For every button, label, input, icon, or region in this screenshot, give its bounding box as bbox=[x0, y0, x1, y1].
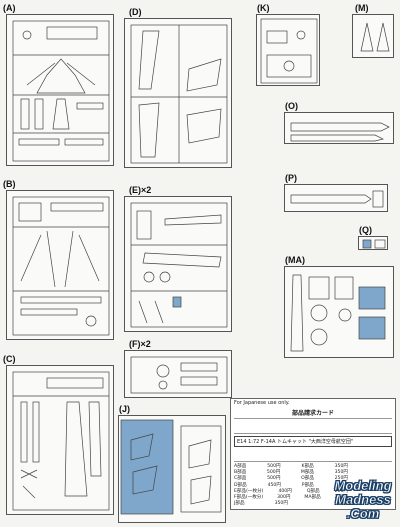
price-part: B部品 bbox=[234, 470, 247, 476]
sprue-o-label: (O) bbox=[285, 101, 298, 111]
price-price-2: 250円 bbox=[334, 482, 348, 488]
sprue-f-parts bbox=[130, 356, 228, 394]
sprue-j-parts bbox=[120, 419, 222, 515]
sprue-p-label: (P) bbox=[285, 173, 297, 183]
price-part-2: MA部品 bbox=[304, 495, 321, 501]
price-part-2: M部品 bbox=[300, 470, 315, 476]
price-part: E部品(一枚分) bbox=[234, 488, 264, 494]
card-title: E14 1:72 F-14A トムキャット "大西洋空母航空団" bbox=[234, 436, 392, 447]
sprue-m-parts bbox=[360, 22, 390, 52]
sprue-b-label: (B) bbox=[3, 179, 16, 189]
price-price-2: 250円 bbox=[334, 495, 348, 501]
sprue-ma-label: (MA) bbox=[285, 255, 305, 265]
price-part-2: Q部品 bbox=[306, 488, 320, 494]
price-row: J部品 350円 bbox=[231, 501, 351, 507]
price-row: E部品(一枚分) 400円 Q部品 200円 bbox=[231, 489, 351, 495]
price-price-2: 250円 bbox=[334, 476, 348, 482]
sprue-k: (K) bbox=[256, 3, 320, 86]
sprue-f: (F)×2 bbox=[124, 339, 232, 398]
sprue-ma: (MA) bbox=[284, 255, 394, 358]
clear-canopy-area bbox=[120, 419, 174, 515]
sprue-d-parts bbox=[130, 24, 228, 164]
price-row: D部品 450円 P部品 250円 bbox=[231, 483, 351, 489]
sprue-k-parts bbox=[260, 18, 318, 84]
price-part: C部品 bbox=[234, 476, 247, 482]
price-part: F部品(一枚分) bbox=[234, 495, 264, 501]
sprue-j: (J) bbox=[118, 404, 226, 523]
price-part-2: O部品 bbox=[301, 476, 314, 482]
watermark-line-2: Madness bbox=[335, 492, 391, 508]
price-part: D部品 bbox=[234, 482, 247, 488]
price-price: 500円 bbox=[267, 476, 281, 482]
price-price: 500円 bbox=[267, 464, 281, 469]
price-row: F部品(一枚分) 300円 MA部品 250円 bbox=[231, 495, 351, 501]
price-price: 450円 bbox=[267, 482, 281, 488]
clear-part bbox=[172, 296, 182, 308]
sprue-k-label: (K) bbox=[257, 3, 270, 13]
sprue-e: (E)×2 bbox=[124, 185, 232, 332]
price-list: A部品 500円 K部品 350円 B部品 500円 M部品 350円 C部品 500円 O部品 25… bbox=[231, 464, 351, 507]
sprue-q: (Q) bbox=[358, 225, 388, 250]
sprue-o: (O) bbox=[284, 101, 394, 144]
sprue-o-parts bbox=[290, 122, 390, 142]
sprue-ma-parts bbox=[290, 274, 386, 352]
card-instructions-lines bbox=[234, 449, 392, 462]
sprue-e-parts bbox=[130, 202, 228, 328]
japanese-notice: For Japanese use only. bbox=[234, 400, 290, 406]
price-price: 500円 bbox=[266, 470, 281, 476]
sprue-c-label: (C) bbox=[3, 354, 16, 364]
price-row: A部品 500円 K部品 350円 bbox=[231, 464, 351, 470]
price-part: J部品 bbox=[234, 501, 245, 507]
price-price-2: 200円 bbox=[334, 488, 348, 494]
price-price-2: 350円 bbox=[334, 470, 348, 476]
price-price: 350円 bbox=[274, 501, 288, 507]
sprue-b-parts bbox=[12, 196, 110, 336]
sprue-a-parts bbox=[12, 20, 110, 162]
watermark-line-3: .Com bbox=[346, 506, 380, 522]
sprue-a: (A) bbox=[3, 3, 114, 166]
price-price-2: 350円 bbox=[334, 464, 348, 469]
price-part: A部品 bbox=[234, 464, 247, 469]
sprue-c-parts bbox=[12, 371, 110, 511]
price-price: 300円 bbox=[277, 495, 291, 501]
sprue-m: (M) bbox=[352, 3, 394, 58]
price-price: 400円 bbox=[278, 488, 292, 494]
sprue-p-parts bbox=[290, 190, 384, 208]
price-part-2: K部品 bbox=[301, 464, 314, 469]
parts-order-panel: For Japanese use only. 部品請求カード E14 1:72 … bbox=[230, 398, 396, 510]
sprue-d: (D) bbox=[124, 7, 232, 168]
price-row: C部品 500円 O部品 250円 bbox=[231, 476, 351, 482]
sprue-e-label: (E)×2 bbox=[129, 185, 152, 195]
sprue-c: (C) bbox=[3, 354, 114, 515]
sprue-j-label: (J) bbox=[119, 404, 130, 414]
sprue-m-label: (M) bbox=[355, 3, 369, 13]
order-instructions-lines bbox=[234, 418, 392, 434]
sprue-f-label: (F)×2 bbox=[129, 339, 151, 349]
sprue-q-parts bbox=[362, 239, 386, 249]
price-part-2: P部品 bbox=[301, 482, 314, 488]
price-row: B部品 500円 M部品 350円 bbox=[231, 470, 351, 476]
order-title: 部品請求カード bbox=[291, 410, 334, 417]
sprue-q-label: (Q) bbox=[359, 225, 372, 235]
sprue-p: (P) bbox=[284, 173, 388, 212]
watermark-line-1: Modeling bbox=[334, 478, 392, 494]
sprue-a-label: (A) bbox=[3, 3, 16, 13]
sprue-b: (B) bbox=[3, 179, 114, 340]
sprue-d-label: (D) bbox=[129, 7, 142, 17]
